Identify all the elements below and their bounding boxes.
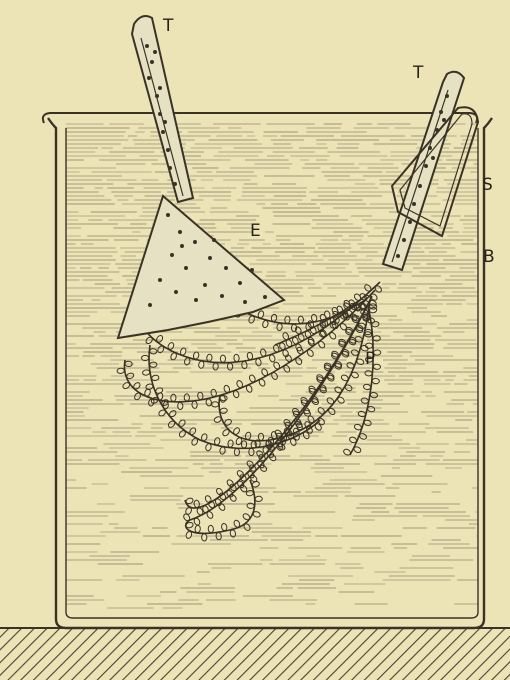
- plant-label: P: [365, 349, 375, 369]
- funnel-label: E: [250, 221, 261, 241]
- support-label: S: [482, 175, 493, 195]
- tube-right-label: T: [412, 63, 424, 83]
- test-tube-icon: [132, 16, 193, 202]
- funnel-icon: [118, 196, 284, 338]
- tube-left-label: T: [162, 16, 174, 36]
- beaker-label: B: [483, 247, 495, 267]
- table-surface: [0, 628, 510, 680]
